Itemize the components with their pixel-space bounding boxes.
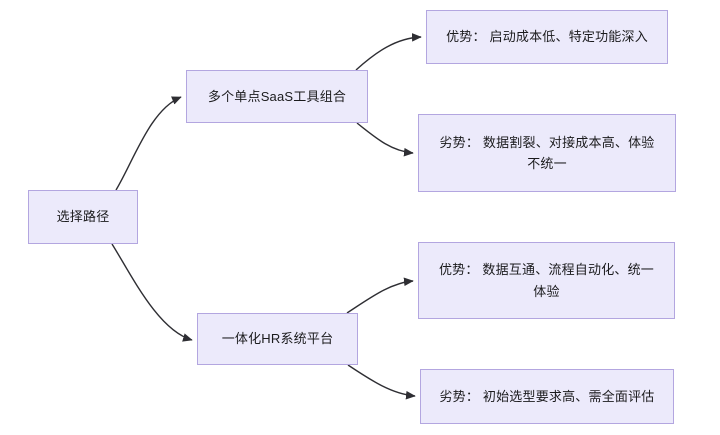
edge-saas-to-disadvantage	[356, 122, 414, 157]
node-label: 优势： 启动成本低、特定功能深入	[446, 29, 648, 45]
node-selection-path[interactable]: 选择路径	[28, 190, 138, 244]
node-label: 劣势： 数据割裂、对接成本高、体验 不统一	[439, 134, 655, 171]
node-label: 一体化HR系统平台	[221, 331, 334, 347]
edge-saas-to-advantage	[355, 33, 422, 71]
node-saas-advantage[interactable]: 优势： 启动成本低、特定功能深入	[426, 10, 668, 64]
node-label: 选择路径	[56, 209, 110, 225]
node-hr-advantage[interactable]: 优势： 数据互通、流程自动化、统一 体验	[418, 242, 675, 319]
node-label: 多个单点SaaS工具组合	[207, 88, 347, 104]
node-label: 优势： 数据互通、流程自动化、统一 体验	[438, 262, 654, 299]
edge-root-to-saas	[115, 96, 182, 191]
edge-hr-to-disadvantage	[347, 364, 416, 400]
edge-hr-to-advantage	[346, 277, 414, 314]
node-multiple-saas-tools[interactable]: 多个单点SaaS工具组合	[186, 70, 368, 123]
edge-root-to-hr	[111, 243, 193, 342]
node-label: 劣势： 初始选型要求高、需全面评估	[439, 388, 655, 404]
node-saas-disadvantage[interactable]: 劣势： 数据割裂、对接成本高、体验 不统一	[418, 114, 676, 192]
node-hr-disadvantage[interactable]: 劣势： 初始选型要求高、需全面评估	[420, 369, 674, 424]
node-integrated-hr-platform[interactable]: 一体化HR系统平台	[197, 313, 358, 365]
